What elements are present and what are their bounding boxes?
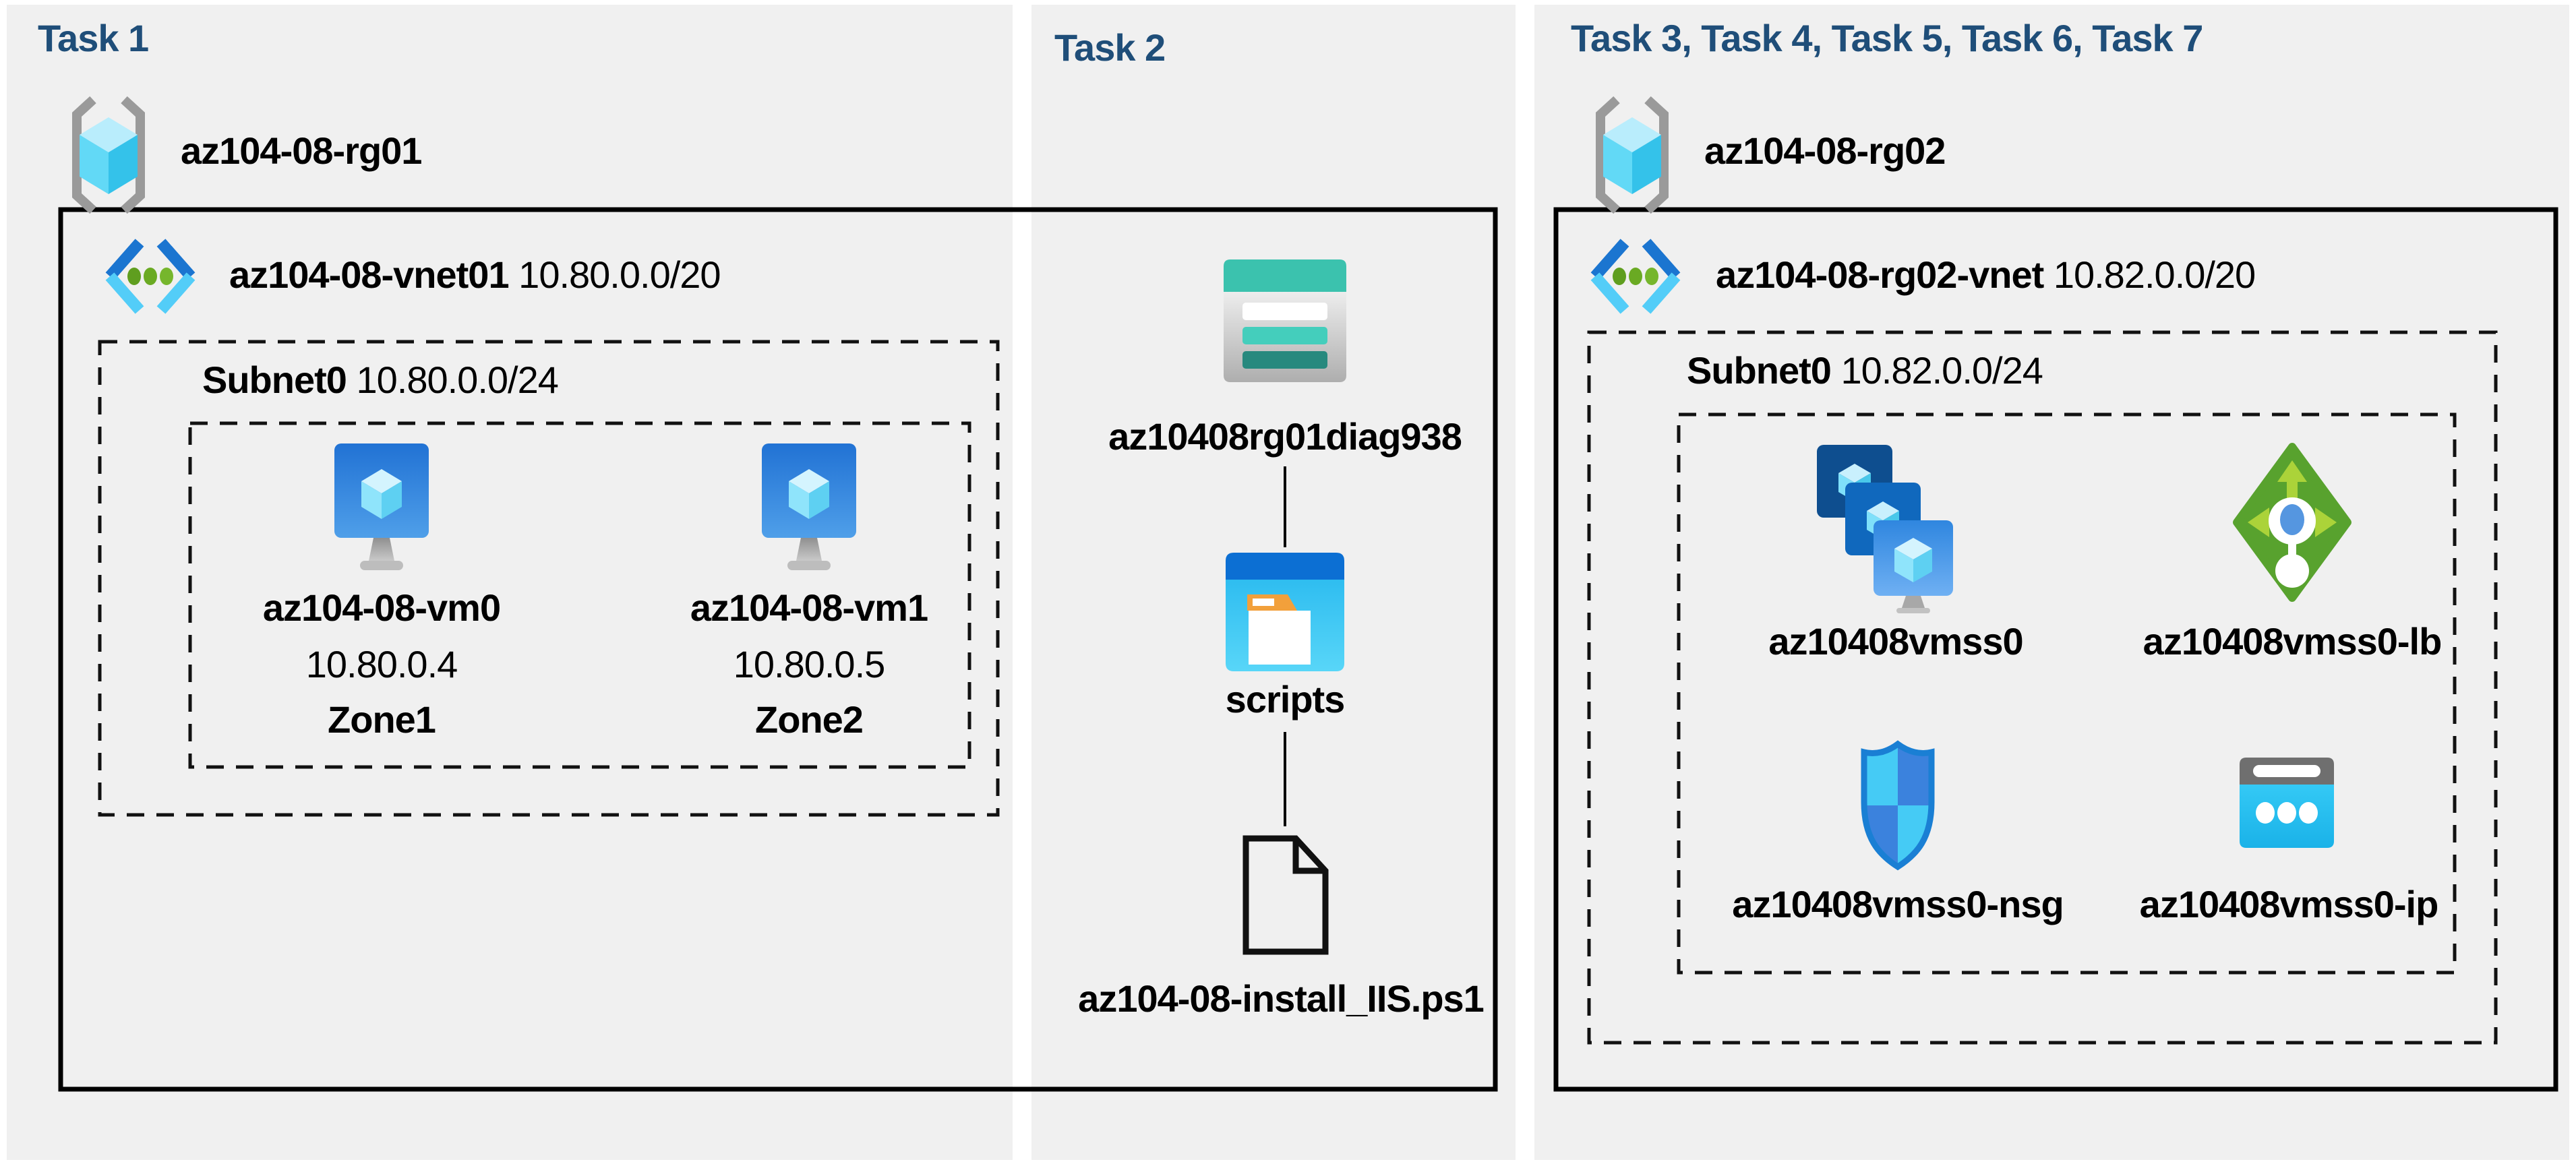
vm-group-dashed-box [188,421,971,769]
storage-account-icon [1224,259,1346,382]
task3-title: Task 3, Task 4, Task 5, Task 6, Task 7 [1571,17,2203,59]
script-file-icon [1242,835,1329,955]
nsg-name: az10408vmss0-nsg [1732,883,2064,925]
virtual-network-icon [1590,239,1681,314]
virtual-machine-icon [334,443,429,570]
resource-group-icon [1596,96,1669,214]
vnet-label: az104-08-vnet01 10.80.0.0/20 [229,252,721,297]
vnet-name: az104-08-vnet01 [229,253,510,296]
vnet-name: az104-08-rg02-vnet [1716,253,2044,296]
load-balancer-name: az10408vmss0-lb [2143,620,2443,663]
vmss-name: az10408vmss0 [1768,620,2023,663]
load-balancer-icon [2233,443,2352,602]
subnet1-dashed-box [98,340,1000,817]
vm-zone: Zone1 [328,698,436,741]
subnet-cidr: 10.80.0.0/24 [356,359,558,401]
nsg-icon [1861,740,1935,871]
vm-name: az104-08-vm1 [690,586,928,629]
vm-ip: 10.80.0.5 [733,643,886,685]
public-ip-icon [2240,758,2334,848]
vnet2-boundary-box [1553,207,2558,1092]
subnet-label: Subnet0 10.82.0.0/24 [1687,348,2043,393]
vm-name: az104-08-vm0 [262,586,501,629]
vnet-cidr: 10.82.0.0/20 [2053,253,2256,296]
task1-title: Task 1 [38,17,149,59]
subnet-cidr: 10.82.0.0/24 [1840,349,2043,392]
blob-container-icon [1226,553,1344,671]
vmss-icon [1817,445,1953,613]
vm-zone: Zone2 [755,698,864,741]
subnet-name: Subnet0 [202,359,347,401]
task2-title: Task 2 [1054,26,1166,69]
subnet-label: Subnet0 10.80.0.0/24 [202,357,559,402]
resource-group-icon [72,96,145,214]
container-name: scripts [1225,678,1346,720]
public-ip-name: az10408vmss0-ip [2139,883,2439,925]
resource-group-name: az104-08-rg02 [1704,129,1946,172]
script-file-name: az104-08-install_IIS.ps1 [1078,977,1485,1020]
virtual-machine-icon [762,443,856,570]
virtual-network-icon [105,239,196,314]
vnet-label: az104-08-rg02-vnet 10.82.0.0/20 [1716,252,2256,297]
vnet1-boundary-box [58,207,1498,1092]
vmss-group-dashed-box [1677,412,2457,975]
task1-panel [7,5,1013,1160]
task3-panel [1534,5,2569,1160]
storage-account-name: az10408rg01diag938 [1108,415,1462,458]
subnet2-dashed-box [1587,330,2498,1045]
resource-group-name: az104-08-rg01 [181,129,422,172]
vnet-cidr: 10.80.0.0/20 [518,253,721,296]
subnet-name: Subnet0 [1687,349,1832,392]
vm-ip: 10.80.0.4 [305,643,458,685]
